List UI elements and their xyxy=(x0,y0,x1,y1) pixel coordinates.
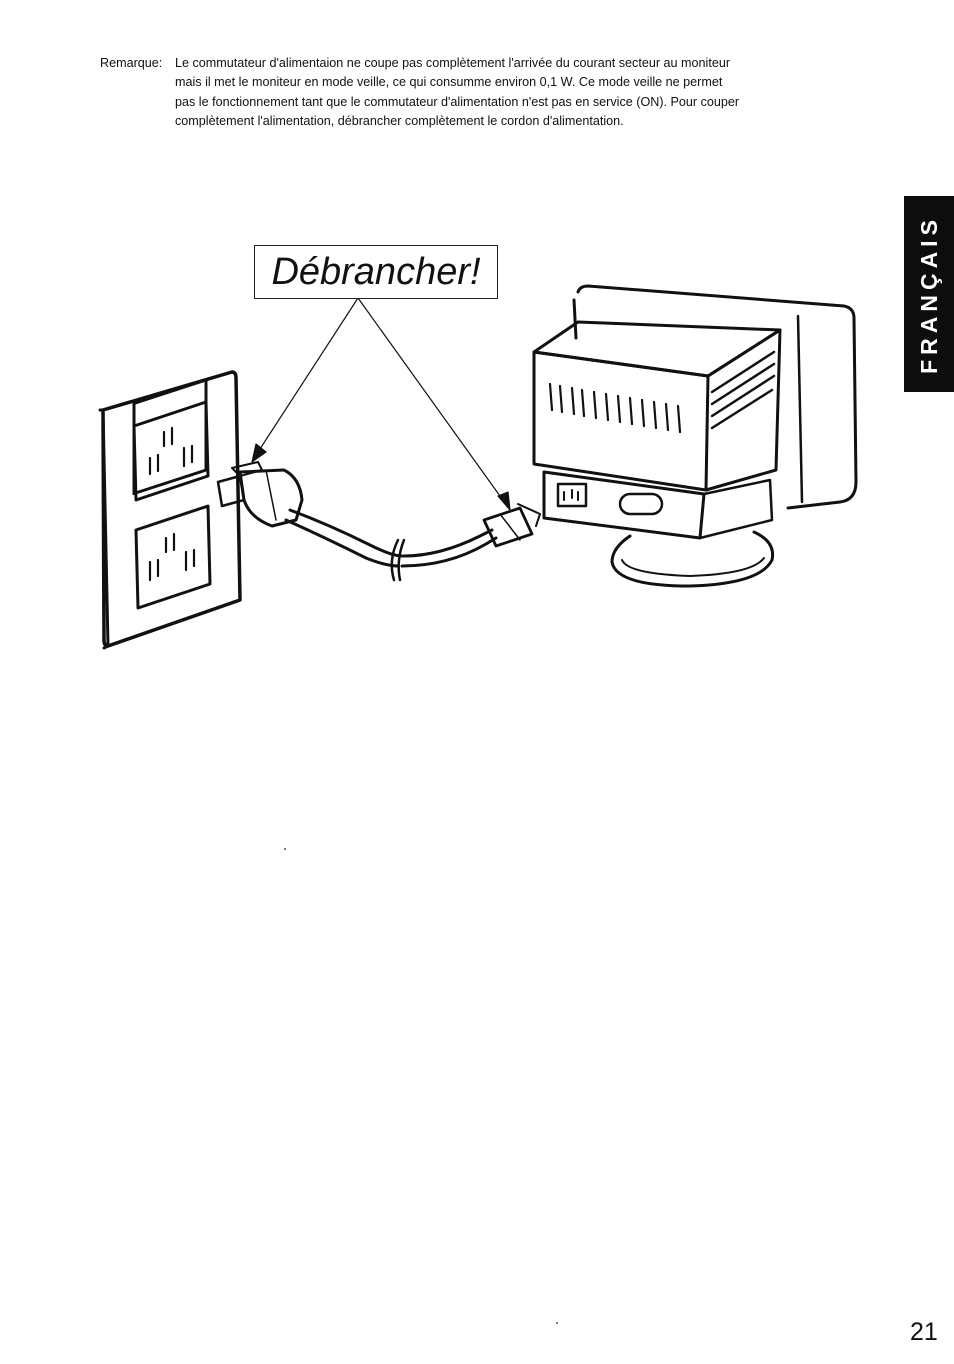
crt-monitor-icon xyxy=(532,284,858,588)
unplug-illustration xyxy=(98,284,858,650)
page-number: 21 xyxy=(910,1318,938,1346)
note-line: complètement l'alimentation, débrancher … xyxy=(175,114,624,129)
note-paragraph: Remarque: Le commutateur d'alimentaion n… xyxy=(100,54,870,132)
wall-outlet-icon xyxy=(98,370,242,650)
note-line: mais il met le moniteur en mode veille, … xyxy=(175,75,723,90)
note-line: pas le fonctionnement tant que le commut… xyxy=(175,94,740,109)
callout-label: Débrancher! xyxy=(271,250,481,293)
note-line: Le commutateur d'alimentaion ne coupe pa… xyxy=(175,56,731,70)
callout-box: Débrancher! xyxy=(254,245,498,299)
callout-pointers xyxy=(251,297,511,511)
power-plug-icon xyxy=(216,461,304,528)
scan-speck xyxy=(284,848,286,850)
monitor-connector-icon xyxy=(482,503,541,548)
power-cord-icon xyxy=(284,508,498,582)
note-label: Remarque: xyxy=(100,56,163,70)
scan-speck xyxy=(556,1322,558,1324)
language-tab-label: FRANÇAIS xyxy=(915,214,942,374)
language-tab: FRANÇAIS xyxy=(904,196,954,392)
